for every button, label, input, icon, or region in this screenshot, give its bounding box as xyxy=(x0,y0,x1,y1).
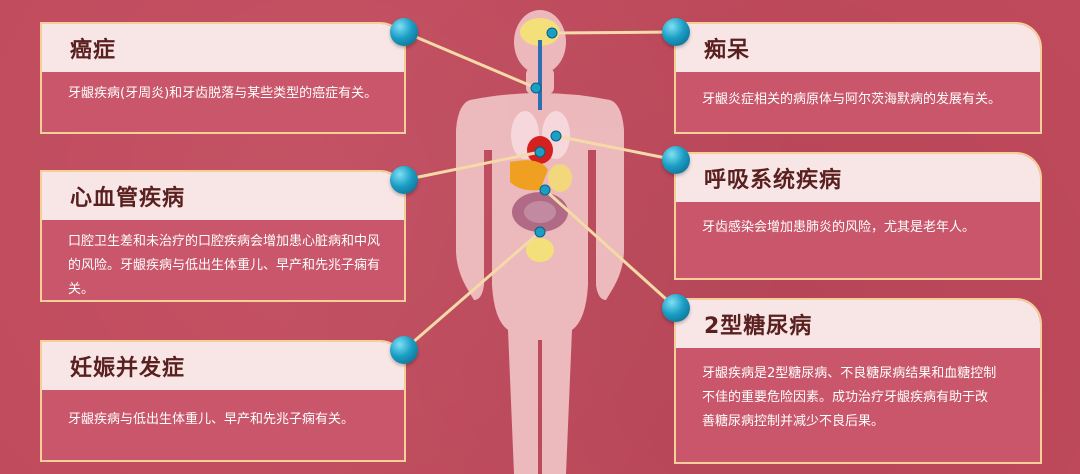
card-cardiovascular-desc: 口腔卫生差和未治疗的口腔疾病会增加患心脏病和中风的风险。牙龈疾病与低出生体重儿、… xyxy=(68,234,381,297)
card-respiratory-desc: 牙齿感染会增加患肺炎的风险，尤其是老年人。 xyxy=(702,220,976,235)
card-diabetes-desc: 牙龈疾病是2型糖尿病、不良糖尿病结果和血糖控制不佳的重要危险因素。成功治疗牙龈疾… xyxy=(702,366,997,429)
card-dementia-header: 痴呆 xyxy=(676,24,1040,72)
connector-ball-diabetes xyxy=(662,294,690,322)
connector-ball-dementia xyxy=(662,18,690,46)
card-cancer: 癌症 牙龈疾病(牙周炎)和牙齿脱落与某些类型的癌症有关。 xyxy=(40,22,406,134)
card-respiratory-header: 呼吸系统疾病 xyxy=(676,154,1040,202)
organ-markers xyxy=(530,27,562,238)
card-cancer-header: 癌症 xyxy=(42,24,404,72)
connector-ball-respiratory xyxy=(662,146,690,174)
connector-lines xyxy=(403,30,678,352)
brain-organ xyxy=(520,18,560,46)
bladder-organ xyxy=(526,238,554,262)
card-cardiovascular: 心血管疾病 口腔卫生差和未治疗的口腔疾病会增加患心脏病和中风的风险。牙龈疾病与低… xyxy=(40,170,406,302)
card-cardiovascular-header: 心血管疾病 xyxy=(42,172,404,220)
liver-organ xyxy=(510,160,548,191)
card-pregnancy-header: 妊娠并发症 xyxy=(42,342,404,390)
card-respiratory-title: 呼吸系统疾病 xyxy=(704,168,843,193)
card-cancer-title: 癌症 xyxy=(70,38,117,63)
connector-ball-cardiovascular xyxy=(390,166,418,194)
stomach-organ xyxy=(548,164,572,192)
card-dementia-desc: 牙龈炎症相关的病原体与阿尔茨海默病的发展有关。 xyxy=(702,92,1002,107)
card-diabetes: 2型糖尿病 牙龈疾病是2型糖尿病、不良糖尿病结果和血糖控制不佳的重要危险因素。成… xyxy=(674,298,1042,464)
card-dementia-title: 痴呆 xyxy=(704,38,751,63)
card-diabetes-title: 2型糖尿病 xyxy=(704,314,813,339)
card-pregnancy-title: 妊娠并发症 xyxy=(70,356,186,381)
card-respiratory: 呼吸系统疾病 牙齿感染会增加患肺炎的风险，尤其是老年人。 xyxy=(674,152,1042,280)
connector-ball-pregnancy xyxy=(390,336,418,364)
connector-ball-cancer xyxy=(390,18,418,46)
card-cardiovascular-title: 心血管疾病 xyxy=(70,186,186,211)
card-diabetes-header: 2型糖尿病 xyxy=(676,300,1040,348)
card-pregnancy-desc: 牙龈疾病与低出生体重儿、早产和先兆子痫有关。 xyxy=(68,412,355,427)
card-cancer-desc: 牙龈疾病(牙周炎)和牙齿脱落与某些类型的癌症有关。 xyxy=(68,86,378,101)
card-pregnancy: 妊娠并发症 牙龈疾病与低出生体重儿、早产和先兆子痫有关。 xyxy=(40,340,406,462)
card-dementia: 痴呆 牙龈炎症相关的病原体与阿尔茨海默病的发展有关。 xyxy=(674,22,1042,134)
